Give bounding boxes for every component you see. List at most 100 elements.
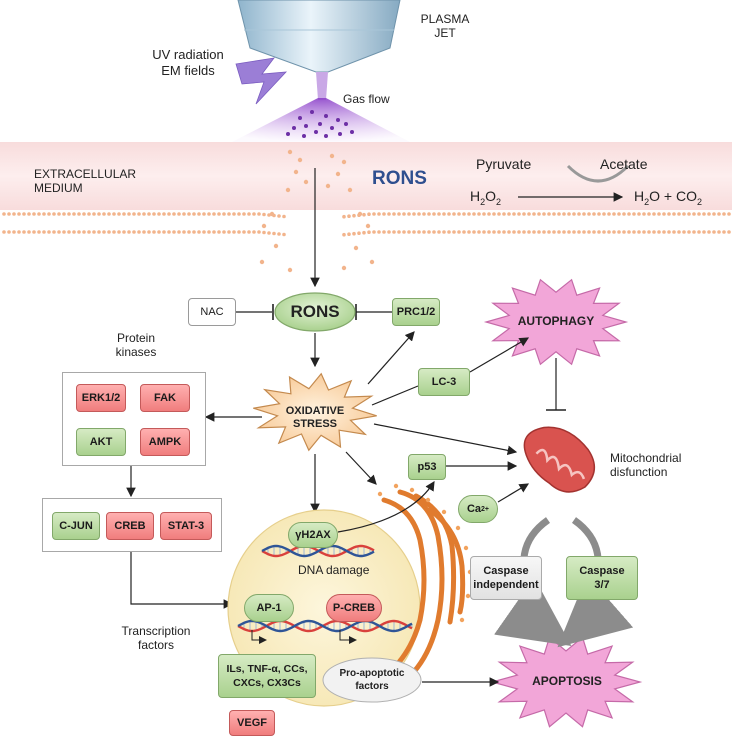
arrow-ca-to-mito bbox=[497, 483, 530, 503]
membrane-head bbox=[482, 230, 486, 234]
oxidative-stress-label: OXIDATIVE STRESS bbox=[285, 405, 345, 430]
dna-strand bbox=[237, 619, 413, 633]
membrane-head bbox=[662, 230, 666, 234]
membrane-head bbox=[257, 230, 261, 234]
membrane-head bbox=[227, 212, 231, 216]
membrane-head bbox=[42, 212, 46, 216]
membrane-head bbox=[712, 230, 716, 234]
pyruvate-label: Pyruvate bbox=[476, 156, 532, 172]
rons-node-shape bbox=[274, 292, 356, 332]
membrane-head bbox=[632, 212, 636, 216]
membrane-head bbox=[507, 212, 511, 216]
membrane-head bbox=[682, 230, 686, 234]
membrane-head bbox=[232, 212, 236, 216]
membrane-head bbox=[22, 212, 26, 216]
membrane-head bbox=[532, 230, 536, 234]
membrane-head bbox=[647, 230, 651, 234]
membrane-head bbox=[617, 230, 621, 234]
membrane-head bbox=[387, 212, 391, 216]
membrane-head bbox=[372, 230, 376, 234]
membrane-head bbox=[727, 230, 731, 234]
membrane-head bbox=[92, 212, 96, 216]
arrow-caspase37-to-apoptosis bbox=[557, 574, 634, 648]
rons-node-label: RONS bbox=[290, 302, 340, 321]
membrane-head bbox=[592, 212, 596, 216]
membrane-head bbox=[352, 231, 356, 236]
membrane-head bbox=[102, 230, 106, 234]
membrane-head bbox=[582, 230, 586, 234]
membrane-head bbox=[572, 212, 576, 216]
membrane-head bbox=[67, 230, 71, 234]
membrane-head bbox=[692, 230, 696, 234]
membrane-head bbox=[22, 230, 26, 234]
membrane-head bbox=[47, 212, 51, 216]
membrane-head bbox=[552, 212, 556, 216]
membrane-head bbox=[502, 212, 506, 216]
membrane-head bbox=[687, 230, 691, 234]
tf-stat3: STAT-3 bbox=[160, 512, 212, 540]
membrane-head bbox=[372, 212, 376, 216]
membrane-head bbox=[207, 212, 211, 216]
membrane-head bbox=[637, 212, 641, 216]
cell-membrane bbox=[2, 212, 731, 237]
membrane-head bbox=[217, 212, 221, 216]
membrane-head bbox=[37, 212, 41, 216]
membrane-head bbox=[697, 212, 701, 216]
membrane-head bbox=[397, 212, 401, 216]
tf-title: Transcription factors bbox=[121, 624, 191, 652]
rons-droplet bbox=[365, 223, 371, 229]
oxidative-stress-shape bbox=[253, 372, 377, 452]
membrane-head bbox=[722, 230, 726, 234]
lightning-icon bbox=[235, 57, 288, 105]
membrane-head bbox=[342, 232, 346, 237]
arrow-stress-to-mito bbox=[373, 423, 518, 456]
kinase-ampk: AMPK bbox=[140, 428, 190, 456]
tf-creb: CREB bbox=[106, 512, 154, 540]
membrane-head bbox=[522, 212, 526, 216]
membrane-head bbox=[397, 230, 401, 234]
membrane-head bbox=[722, 212, 726, 216]
rons-droplet bbox=[347, 187, 353, 193]
membrane-head bbox=[417, 212, 421, 216]
membrane-head bbox=[462, 212, 466, 216]
pro-apoptotic-label: Pro-apoptotic factors bbox=[339, 668, 405, 692]
membrane-head bbox=[502, 230, 506, 234]
plasma-particle bbox=[286, 132, 290, 136]
membrane-head bbox=[267, 231, 271, 235]
membrane-head bbox=[347, 214, 351, 218]
membrane-head bbox=[137, 230, 141, 234]
membrane-head bbox=[197, 230, 201, 234]
membrane-head bbox=[482, 212, 486, 216]
membrane-head bbox=[202, 230, 206, 234]
membrane-head bbox=[127, 212, 131, 216]
membrane-head bbox=[457, 212, 461, 216]
membrane-head bbox=[162, 230, 166, 234]
membrane-head bbox=[77, 230, 81, 234]
membrane-head bbox=[422, 230, 426, 234]
membrane-head bbox=[567, 212, 571, 216]
membrane-head bbox=[262, 212, 266, 217]
rons-droplet bbox=[335, 171, 341, 177]
extracellular-label: EXTRACELLULAR MEDIUM bbox=[34, 167, 137, 195]
membrane-head bbox=[677, 212, 681, 216]
membrane-head bbox=[2, 212, 6, 216]
membrane-head bbox=[477, 212, 481, 216]
membrane-head bbox=[427, 212, 431, 216]
plasma-particle bbox=[330, 126, 334, 130]
membrane-head bbox=[87, 212, 91, 216]
rons-title: RONS bbox=[372, 168, 427, 189]
membrane-head bbox=[12, 212, 16, 216]
kinase-fak: FAK bbox=[140, 384, 190, 412]
membrane-head bbox=[97, 212, 101, 216]
membrane-head bbox=[92, 230, 96, 234]
membrane-head bbox=[342, 214, 346, 219]
membrane-head bbox=[127, 230, 131, 234]
plasma-particle bbox=[314, 130, 318, 134]
membrane-head bbox=[467, 230, 471, 234]
membrane-head bbox=[402, 230, 406, 234]
cytokines-box: ILs, TNF-α, CCs, CXCs, CX3Cs bbox=[218, 654, 316, 698]
plasma-particle bbox=[336, 118, 340, 122]
membrane-head bbox=[2, 230, 6, 234]
membrane-head bbox=[577, 230, 581, 234]
